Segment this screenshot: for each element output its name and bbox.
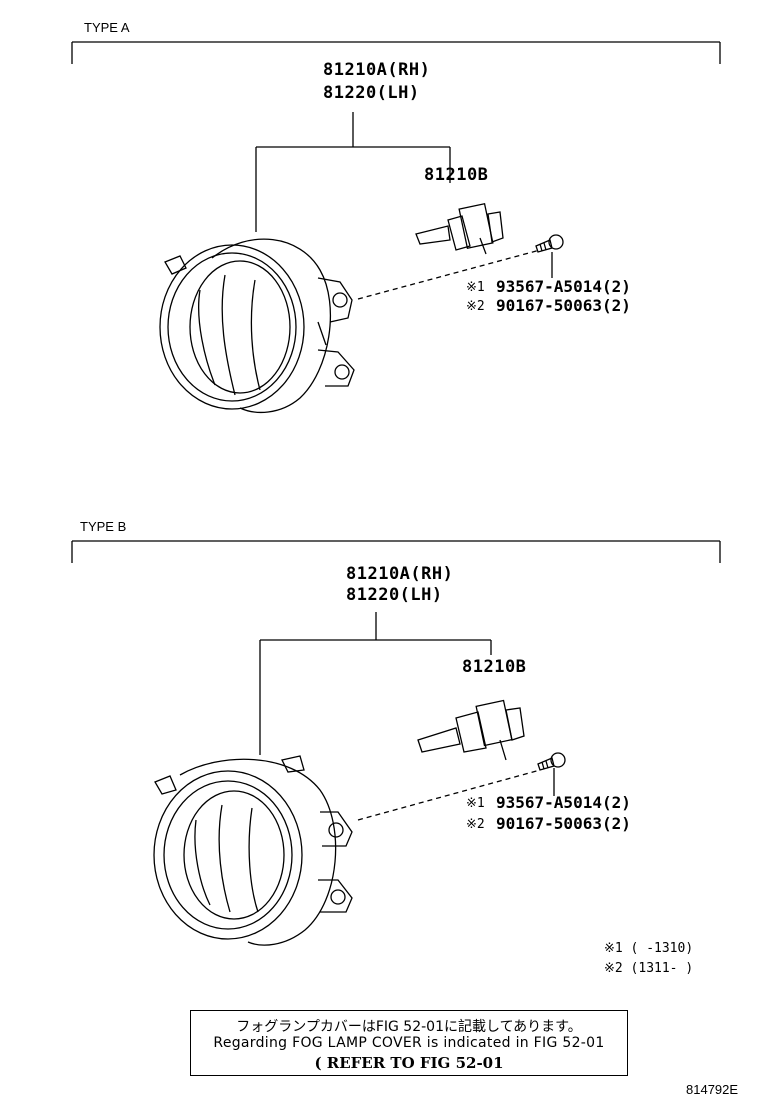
- type-b-screw-2-mark: ※2: [466, 817, 485, 832]
- type-b-screw-icon: [537, 752, 566, 771]
- type-a-leader-lines: [255, 112, 553, 300]
- type-b-part-main-lh: 81220(LH): [346, 585, 443, 605]
- type-b-fog-lamp-icon: [153, 755, 353, 946]
- illustration-id: 814792E: [686, 1082, 739, 1097]
- type-b-section-bracket: [71, 540, 721, 563]
- type-a-part-main-rh: 81210A(RH): [323, 60, 431, 80]
- reference-line-english: Regarding FOG LAMP COVER is indicated in…: [213, 1035, 605, 1051]
- type-b-screw-2-part: 90167-50063(2): [496, 814, 631, 833]
- type-a-screw-2-part: 90167-50063(2): [496, 296, 631, 315]
- footnote-2: ※2 (1311- ): [604, 961, 694, 976]
- type-a-part-bulb: 81210B: [424, 165, 489, 185]
- type-a-part-main-lh: 81220(LH): [323, 83, 420, 103]
- type-b-screw-1-mark: ※1: [466, 796, 485, 811]
- type-b-leader-lines: [259, 612, 555, 821]
- type-a-screw-2-mark: ※2: [466, 299, 485, 314]
- type-a-screw-1-part: 93567-A5014(2): [496, 277, 631, 296]
- type-a-fog-lamp-icon: [159, 238, 355, 413]
- type-a-screw-1-mark: ※1: [466, 280, 485, 295]
- reference-line-refer: ( REFER TO FIG 52-01: [314, 1054, 504, 1072]
- type-a-label: TYPE A: [84, 20, 130, 35]
- type-a-section-bracket: [71, 41, 721, 64]
- reference-line-japanese: フォグランプカバーはFIG 52-01に記載してあります。: [236, 1019, 582, 1035]
- type-b-part-bulb: 81210B: [462, 657, 527, 677]
- type-b-bulb-icon: [417, 699, 525, 761]
- type-b-part-main-rh: 81210A(RH): [346, 564, 454, 584]
- footnote-1: ※1 ( -1310): [604, 941, 694, 956]
- type-a-bulb-icon: [415, 202, 504, 255]
- type-b-label: TYPE B: [80, 519, 127, 534]
- type-b-screw-1-part: 93567-A5014(2): [496, 793, 631, 812]
- reference-note-box: フォグランプカバーはFIG 52-01に記載してあります。 Regarding …: [190, 1010, 628, 1076]
- type-a-screw-icon: [535, 234, 564, 253]
